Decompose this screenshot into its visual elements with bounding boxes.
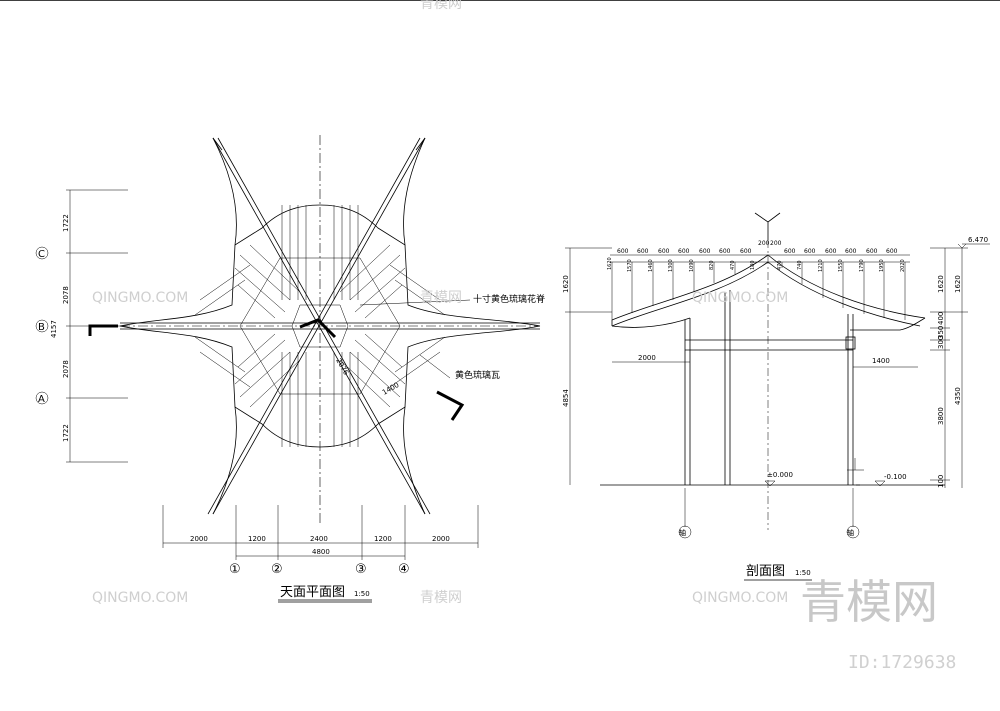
section-view: 600 600 600 600 600 600 600 200 200 600 … — [562, 212, 990, 581]
vertical-dims: 1722 2078 4157 2078 1722 — [50, 189, 128, 463]
section-title: 剖面图 — [746, 564, 785, 579]
rl-3: 1460 — [648, 259, 654, 272]
rr-4: 1550 — [838, 259, 844, 272]
rdim-7: 100 — [937, 475, 945, 488]
axis-3: ③ — [355, 562, 367, 577]
note-tile: 黄色琉璃瓦 — [455, 369, 500, 381]
sp-1: 600 — [617, 248, 629, 255]
rdim-4: 300 — [937, 336, 945, 349]
hdim-3: 2400 — [310, 535, 328, 543]
wm-1: QINGMO.COM — [92, 290, 188, 306]
elev-ground: ±0.000 — [767, 471, 793, 479]
hdim-2: 1200 — [248, 535, 266, 543]
right-dims: 1620 1620 400 350 300 3800 4350 100 6.47… — [930, 236, 990, 488]
vdim-2: 2078 — [62, 286, 70, 304]
watermarks: QINGMO.COM QINGMO.COM QINGMO.COM QINGMO.… — [92, 0, 956, 673]
axis-2: ② — [271, 562, 283, 577]
vdim-4: 2078 — [62, 360, 70, 378]
hdim-1: 2000 — [190, 535, 208, 543]
wm-cn-2: 青模网 — [420, 590, 462, 606]
elev-low: -0.100 — [884, 473, 907, 481]
rdim-5: 3800 — [937, 407, 945, 425]
sp-9: 600 — [804, 248, 816, 255]
sp-3: 600 — [658, 248, 670, 255]
wm-4: QINGMO.COM — [692, 590, 788, 606]
diag-dim-2: 1400 — [381, 381, 400, 397]
rdim-3: 350 — [937, 326, 945, 339]
axis-1: ① — [229, 562, 241, 577]
axis-c: C — [38, 249, 45, 260]
sec-axis-left: 轴 — [679, 528, 686, 537]
center-b: 200 — [770, 240, 782, 247]
sp-12: 600 — [866, 248, 878, 255]
elev-top: 6.470 — [968, 236, 988, 244]
axis-rows: C B A — [35, 246, 49, 405]
ldim-1: 1620 — [562, 275, 570, 293]
sp-6: 600 — [719, 248, 731, 255]
overhang-left: 2000 — [638, 354, 656, 362]
ldim-2: 4854 — [562, 389, 570, 407]
rl-6: 820 — [709, 260, 715, 270]
horizontal-dims: 2000 1200 2400 1200 2000 4800 — [162, 505, 479, 560]
vdim-5: 1722 — [62, 424, 70, 442]
image-id: ID:1729638 — [848, 652, 956, 673]
rl-2: 1570 — [627, 259, 633, 272]
plan-scale: 1:50 — [354, 590, 370, 598]
wm-2: QINGMO.COM — [92, 590, 188, 606]
axis-b: B — [38, 322, 45, 333]
axis-4: ④ — [398, 562, 410, 577]
center-a: 200 — [758, 240, 770, 247]
rr-7: 2020 — [900, 259, 906, 272]
rl-4: 1300 — [668, 259, 674, 272]
sp-2: 600 — [637, 248, 649, 255]
sp-11: 600 — [845, 248, 857, 255]
sp-7: 600 — [740, 248, 752, 255]
wm-3: QINGMO.COM — [692, 290, 788, 306]
rr-1: 470 — [777, 260, 783, 270]
rl-5: 1090 — [689, 259, 695, 272]
rl-7: 470 — [730, 260, 736, 270]
sp-8: 600 — [784, 248, 796, 255]
rr-6: 1950 — [879, 259, 885, 272]
vdim-3: 4157 — [50, 320, 58, 338]
rl-8: 180 — [750, 260, 756, 270]
rdim-2: 400 — [937, 312, 945, 325]
sp-5: 600 — [699, 248, 711, 255]
brand-logo: 青模网 — [800, 575, 938, 629]
wm-cn-1: 青模网 — [420, 290, 462, 306]
sec-axis-right: 轴 — [847, 528, 854, 537]
rdim-1b: 1620 — [954, 275, 962, 293]
hdim-4: 1200 — [374, 535, 392, 543]
rdim-6: 4350 — [954, 387, 962, 405]
vdim-1: 1722 — [62, 214, 70, 232]
sp-4: 600 — [678, 248, 690, 255]
roof-plan: 2076 1400 十寸黄色琉璃花脊 黄色琉璃瓦 1722 2078 4157 … — [35, 135, 545, 603]
rr-5: 1790 — [859, 259, 865, 272]
axis-a: A — [38, 394, 45, 405]
overhang-right: 1400 — [872, 357, 890, 365]
plan-title: 天面平面图 — [280, 585, 345, 600]
hdim-total: 4800 — [312, 548, 330, 556]
rr-2: 740 — [797, 260, 803, 270]
rr-3: 1210 — [818, 259, 824, 272]
axis-cols: ① ② ③ ④ — [229, 562, 410, 577]
wm-cn-3: 青模网 — [420, 0, 462, 12]
note-ridge: 十寸黄色琉璃花脊 — [473, 293, 545, 305]
diag-dim-1: 2076 — [334, 357, 350, 377]
hdim-5: 2000 — [432, 535, 450, 543]
rl-1: 1620 — [607, 257, 613, 270]
rdim-1: 1620 — [937, 275, 945, 293]
section-scale: 1:50 — [795, 569, 811, 577]
sp-13: 600 — [886, 248, 898, 255]
sp-10: 600 — [825, 248, 837, 255]
